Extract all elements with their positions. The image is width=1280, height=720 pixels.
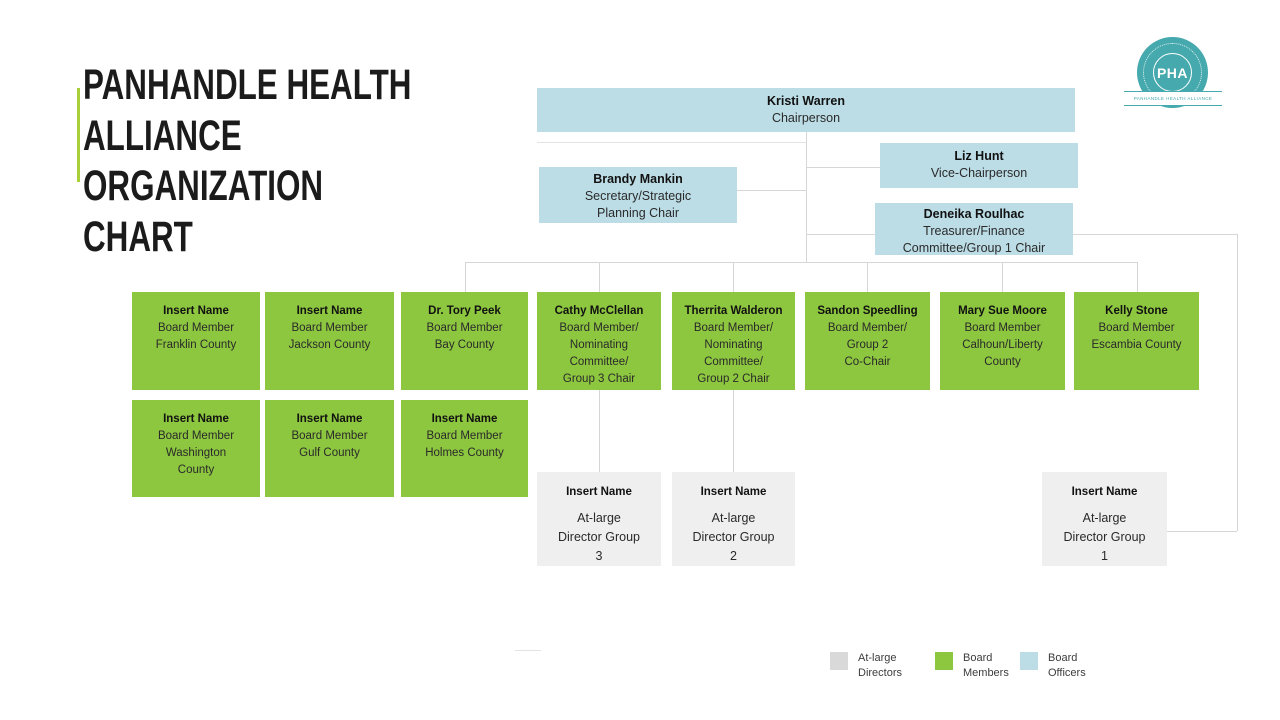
person-name: Brandy Mankin	[593, 172, 683, 186]
connector-line	[1002, 262, 1003, 292]
org-box-board-member-group3-chair: Cathy McClellan Board Member/ Nominating…	[537, 292, 661, 390]
person-name: Sandon Speedling	[817, 305, 918, 317]
connector-line	[1137, 262, 1138, 292]
connector-line	[806, 167, 880, 168]
connector-line	[599, 262, 600, 292]
person-role: Chairperson	[771, 111, 841, 125]
legend-label-board-members: Board Members	[963, 652, 1009, 679]
person-role: Board Member Franklin County	[155, 322, 237, 351]
connector-line	[537, 142, 806, 143]
connector-line	[733, 262, 734, 292]
org-box-board-member-group2-cochair: Sandon Speedling Board Member/ Group 2 C…	[805, 292, 930, 390]
org-box-board-member-gulf: Insert Name Board Member Gulf County	[265, 400, 394, 497]
pha-logo-inner-ring: PHA	[1153, 53, 1192, 92]
legend-label-at-large: At-large Directors	[858, 652, 903, 679]
connector-line	[465, 262, 1138, 263]
connector-line	[806, 132, 807, 262]
org-box-at-large-group3: Insert Name At-large Director Group 3	[537, 472, 661, 566]
person-name: Kristi Warren	[766, 94, 846, 108]
org-box-vice-chairperson: Liz Hunt Vice-Chairperson	[880, 143, 1078, 188]
person-name: Insert Name	[163, 413, 229, 425]
org-box-secretary: Brandy Mankin Secretary/Strategic Planni…	[539, 167, 737, 223]
org-box-at-large-group2: Insert Name At-large Director Group 2	[672, 472, 795, 566]
person-role: Board Member/ Nominating Committee/ Grou…	[693, 322, 774, 385]
person-name: Insert Name	[431, 413, 498, 425]
person-role: Treasurer/Finance Committee/Group 1 Chai…	[902, 224, 1046, 255]
pha-logo-banner-text: PANHANDLE HEALTH ALLIANCE	[1133, 96, 1213, 101]
person-role: Board Member Bay County	[426, 322, 503, 351]
person-role: Board Member Escambia County	[1091, 322, 1182, 351]
person-role: Board Member/ Nominating Committee/ Grou…	[559, 322, 639, 385]
connector-line	[806, 234, 875, 235]
person-name: Insert Name	[1071, 486, 1138, 498]
org-box-chairperson: Kristi Warren Chairperson	[537, 88, 1075, 132]
connector-line	[465, 262, 466, 292]
person-role: Secretary/Strategic Planning Chair	[584, 189, 692, 220]
person-name: Deneika Roulhac	[923, 207, 1025, 221]
legend-label-board-officers: Board Officers	[1048, 652, 1086, 679]
pha-logo-abbreviation: PHA	[1156, 64, 1189, 81]
org-box-board-member-calhoun-liberty: Mary Sue Moore Board Member Calhoun/Libe…	[940, 292, 1065, 390]
person-name: Insert Name	[700, 486, 767, 498]
connector-line	[737, 190, 806, 191]
person-name: Insert Name	[566, 486, 632, 498]
legend-swatch-board-members	[935, 652, 953, 670]
person-name: Liz Hunt	[954, 149, 1004, 163]
person-role: Board Member Washington County	[157, 430, 235, 476]
page-title: PANHANDLE HEALTH ALLIANCE ORGANIZATION C…	[83, 60, 533, 262]
org-box-board-member-franklin: Insert Name Board Member Franklin County	[132, 292, 260, 390]
pha-logo-banner: PANHANDLE HEALTH ALLIANCE	[1124, 91, 1222, 106]
page-title-line: ALLIANCE	[83, 111, 242, 160]
person-name: Kelly Stone	[1105, 305, 1168, 317]
connector-line	[1237, 234, 1238, 531]
person-name: Therrita Walderon	[684, 305, 783, 317]
pha-logo: PHA PANHANDLE HEALTH ALLIANCE	[1124, 36, 1222, 116]
title-accent-bar	[77, 88, 80, 182]
connector-line	[1073, 234, 1237, 235]
person-name: Insert Name	[296, 305, 363, 317]
org-box-board-member-group2-chair: Therrita Walderon Board Member/ Nominati…	[672, 292, 795, 390]
person-role: Board Member Jackson County	[288, 322, 371, 351]
page-title-line: PANHANDLE HEALTH	[83, 61, 412, 109]
org-box-board-member-washington: Insert Name Board Member Washington Coun…	[132, 400, 260, 497]
person-role: Board Member Gulf County	[291, 430, 368, 459]
person-name: Mary Sue Moore	[958, 305, 1047, 317]
org-box-board-member-bay: Dr. Tory Peek Board Member Bay County	[401, 292, 528, 390]
connector-line	[733, 390, 734, 472]
person-role: At-large Director Group 2	[692, 511, 775, 563]
connector-line	[1167, 531, 1237, 532]
person-name: Insert Name	[296, 413, 363, 425]
decorative-dash	[515, 650, 541, 651]
person-name: Cathy McClellan	[554, 305, 644, 317]
page-title-line: ORGANIZATION	[83, 162, 324, 210]
legend-swatch-board-officers	[1020, 652, 1038, 670]
person-name: Insert Name	[163, 305, 229, 317]
legend-swatch-at-large	[830, 652, 848, 670]
person-role: Vice-Chairperson	[930, 166, 1028, 180]
person-role: At-large Director Group 1	[1063, 511, 1146, 563]
org-box-board-member-escambia: Kelly Stone Board Member Escambia County	[1074, 292, 1199, 390]
connector-line	[599, 390, 600, 472]
org-box-at-large-group1: Insert Name At-large Director Group 1	[1042, 472, 1167, 566]
person-role: Board Member Calhoun/Liberty County	[962, 322, 1043, 368]
person-name: Dr. Tory Peek	[428, 305, 501, 317]
org-box-board-member-holmes: Insert Name Board Member Holmes County	[401, 400, 528, 497]
org-box-treasurer: Deneika Roulhac Treasurer/Finance Commit…	[875, 203, 1073, 255]
person-role: Board Member Holmes County	[425, 430, 504, 459]
org-box-board-member-jackson: Insert Name Board Member Jackson County	[265, 292, 394, 390]
connector-line	[867, 262, 868, 292]
person-role: At-large Director Group 3	[558, 511, 640, 563]
person-role: Board Member/ Group 2 Co-Chair	[827, 322, 908, 368]
page-title-line: CHART	[83, 212, 193, 261]
